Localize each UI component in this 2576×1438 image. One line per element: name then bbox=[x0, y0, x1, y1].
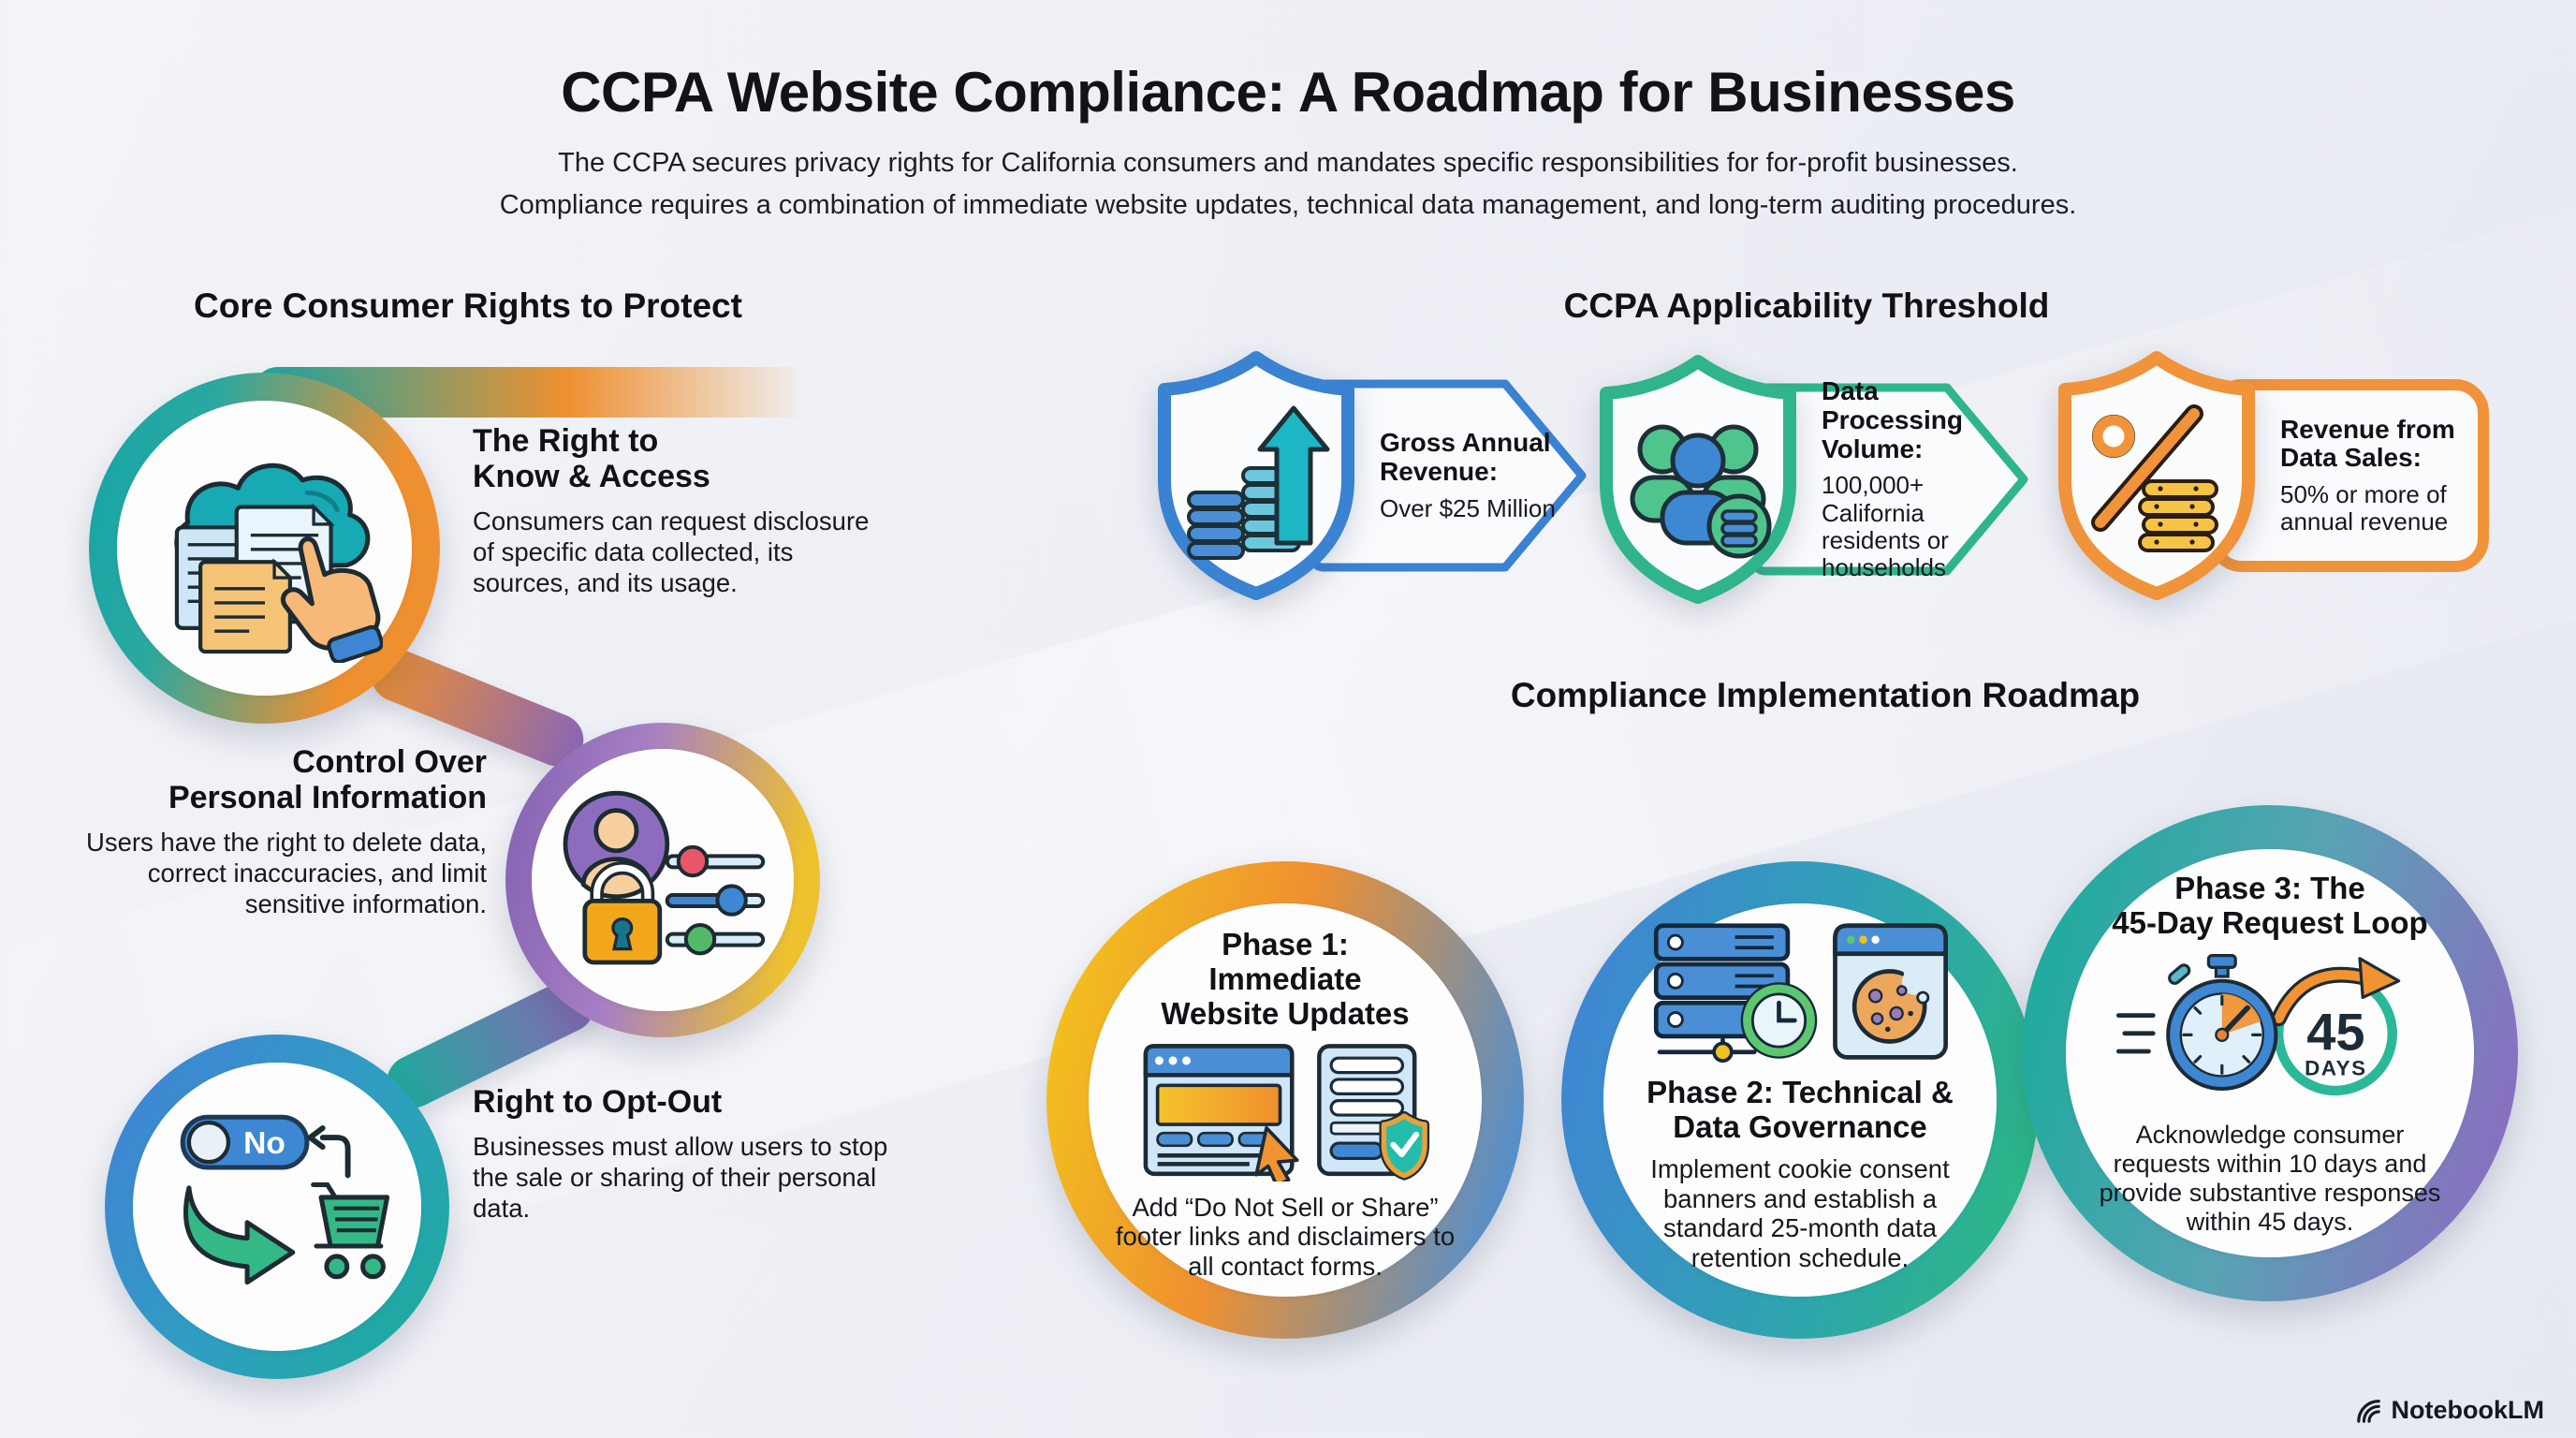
phase-title: Phase 1: Immediate Website Updates bbox=[1161, 927, 1410, 1031]
threshold-item-volume: Data Processing Volume: 100,000+ Califor… bbox=[1591, 350, 2039, 609]
swoosh-arrow-icon bbox=[183, 1185, 296, 1285]
phase-3-circle: Phase 3: The 45-Day Request Loop bbox=[2022, 805, 2518, 1301]
toggle-no-label: No bbox=[243, 1126, 285, 1161]
cloud-documents-hand-icon bbox=[173, 462, 383, 663]
lock-icon bbox=[582, 861, 663, 965]
server-clock-cookie-icon bbox=[1653, 923, 1948, 1063]
brand-name: NotebookLM bbox=[2391, 1396, 2544, 1424]
roadmap-section-heading: Compliance Implementation Roadmap bbox=[1510, 676, 2141, 714]
notebooklm-logo-icon bbox=[2356, 1400, 2380, 1423]
right-to-know-text: The Right to Know & Access Consumers can… bbox=[473, 423, 875, 598]
right-title: Right to Opt-Out bbox=[473, 1084, 723, 1120]
percent-coins-shield-icon bbox=[2058, 351, 2255, 600]
right-body: Users have the right to delete data, cor… bbox=[85, 828, 487, 919]
phase-body: Acknowledge consumer requests within 10 … bbox=[2099, 1120, 2441, 1237]
threshold-label: Gross Annual Revenue: bbox=[1380, 428, 1551, 486]
right-title: Control Over Personal Information bbox=[168, 744, 487, 816]
loop-arrow bbox=[2274, 970, 2371, 1023]
threshold-value: 50% or more of annual revenue bbox=[2280, 480, 2449, 536]
threshold-section-heading: CCPA Applicability Threshold bbox=[1563, 286, 2050, 325]
threshold-text: Gross Annual Revenue: Over $25 Million bbox=[1380, 376, 1578, 575]
browser-window-icon bbox=[1143, 1044, 1295, 1176]
phase-title: Phase 3: The 45-Day Request Loop bbox=[2112, 871, 2428, 940]
page-subtitle-line1: The CCPA secures privacy rights for Cali… bbox=[558, 148, 2018, 178]
sliders-icon bbox=[665, 844, 766, 956]
loop-arc bbox=[2273, 985, 2397, 1096]
threshold-value: Over $25 Million bbox=[1380, 493, 1556, 522]
return-arrow-icon bbox=[319, 1135, 351, 1179]
phase-2-circle: Phase 2: Technical & Data Governance Imp… bbox=[1561, 861, 2039, 1339]
stopwatch-loop-icon: 45 DAYS bbox=[2116, 953, 2401, 1096]
control-info-text: Control Over Personal Information Users … bbox=[56, 744, 487, 919]
opt-out-circle: No bbox=[105, 1034, 449, 1379]
people-data-shield-icon bbox=[1600, 355, 1796, 604]
control-info-circle bbox=[505, 723, 820, 1037]
days-unit: DAYS bbox=[2305, 1057, 2367, 1080]
right-title: The Right to Know & Access bbox=[473, 423, 710, 495]
shopping-cart-icon bbox=[311, 1181, 390, 1280]
coins-up-arrow-shield-icon bbox=[1158, 351, 1354, 600]
opt-out-text: Right to Opt-Out Businesses must allow u… bbox=[473, 1084, 922, 1224]
page-subtitle-line2: Compliance requires a combination of imm… bbox=[499, 190, 2077, 220]
no-toggle-icon: No bbox=[180, 1114, 310, 1170]
threshold-text: Revenue from Data Sales: 50% or more of … bbox=[2280, 376, 2479, 575]
page-title: CCPA Website Compliance: A Roadmap for B… bbox=[561, 61, 2015, 124]
phase-body: Implement cookie consent banners and est… bbox=[1650, 1153, 1950, 1272]
phase-title: Phase 2: Technical & Data Governance bbox=[1647, 1075, 1954, 1144]
threshold-value: 100,000+ California residents or househo… bbox=[1822, 471, 1949, 581]
cookie-browser-icon bbox=[1833, 923, 1948, 1060]
phase-1-circle: Phase 1: Immediate Website Updates bbox=[1046, 861, 1524, 1339]
cursor-icon bbox=[1254, 1125, 1299, 1181]
days-number: 45 bbox=[2306, 1002, 2364, 1061]
toggle-arrow-cart-icon: No bbox=[180, 1114, 390, 1285]
threshold-label: Data Processing Volume: bbox=[1822, 376, 1963, 463]
browser-form-shield-icon bbox=[1143, 1044, 1430, 1181]
stopwatch-icon bbox=[2166, 953, 2278, 1091]
shield-check-icon bbox=[1379, 1110, 1430, 1181]
rights-section-heading: Core Consumer Rights to Protect bbox=[194, 286, 742, 325]
speed-lines bbox=[2116, 1013, 2156, 1054]
right-to-know-circle bbox=[89, 373, 440, 724]
right-body: Consumers can request disclosure of spec… bbox=[473, 506, 870, 598]
right-body: Businesses must allow users to stop the … bbox=[473, 1132, 888, 1224]
threshold-text: Data Processing Volume: 100,000+ Califor… bbox=[1822, 376, 2013, 581]
user-lock-sliders-icon bbox=[563, 790, 766, 965]
document-front bbox=[198, 557, 294, 653]
phase-body: Add “Do Not Sell or Share” footer links … bbox=[1115, 1192, 1456, 1282]
threshold-item-data-sales: Revenue from Data Sales: 50% or more of … bbox=[2050, 346, 2497, 605]
threshold-item-revenue: Gross Annual Revenue: Over $25 Million bbox=[1149, 346, 1597, 605]
hand-pointer-icon bbox=[280, 536, 383, 663]
threshold-label: Revenue from Data Sales: bbox=[2280, 414, 2455, 473]
clock-icon bbox=[1740, 982, 1818, 1059]
brand-watermark: NotebookLM bbox=[2355, 1396, 2544, 1425]
